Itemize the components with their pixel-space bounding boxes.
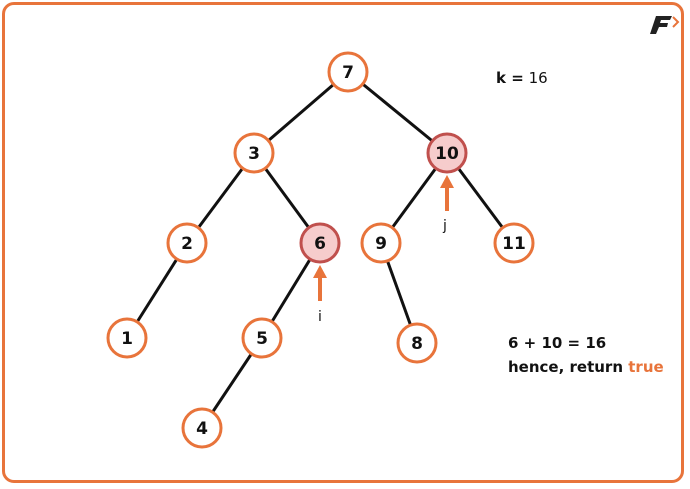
node-label: 2 (181, 234, 193, 254)
node-10: 10 (426, 132, 468, 174)
node-label: 1 (121, 329, 133, 349)
node-label: 6 (314, 234, 326, 254)
node-circle (299, 222, 341, 264)
node-circle (106, 317, 148, 359)
k-value: 16 (528, 69, 548, 87)
k-label: k = (496, 69, 524, 87)
node-11: 11 (493, 222, 535, 264)
node-circle (327, 51, 369, 93)
edge-7-3 (253, 70, 349, 155)
node-circle (493, 222, 535, 264)
node-6: 6 (299, 222, 341, 264)
node-9: 9 (360, 222, 402, 264)
node-3: 3 (233, 132, 275, 174)
logo-icon (650, 16, 680, 34)
node-label: 9 (375, 234, 387, 254)
node-circle (396, 322, 438, 364)
node-circle (426, 132, 468, 174)
node-5: 5 (241, 317, 283, 359)
node-circle (360, 222, 402, 264)
node-circle (241, 317, 283, 359)
diagram-frame (2, 2, 684, 483)
node-circle (166, 222, 208, 264)
edge-7-10 (347, 70, 448, 155)
node-label: 8 (411, 334, 423, 354)
pointer-i-arrow (313, 265, 327, 301)
node-7: 7 (327, 51, 369, 93)
node-label: 7 (342, 63, 354, 83)
node-label: 4 (196, 419, 208, 439)
node-8: 8 (396, 322, 438, 364)
result-line-2: hence, return true (508, 358, 664, 376)
node-4: 4 (181, 407, 223, 449)
node-circle (233, 132, 275, 174)
pointer-j-label: j (443, 218, 447, 234)
node-circle (181, 407, 223, 449)
result-value: true (628, 358, 664, 376)
pointer-i-label: i (318, 309, 322, 325)
node-1: 1 (106, 317, 148, 359)
node-label: 11 (502, 234, 526, 254)
node-2: 2 (166, 222, 208, 264)
pointer-j-arrow (440, 175, 454, 211)
k-display: k = 16 (496, 69, 548, 87)
node-label: 10 (435, 144, 459, 164)
result-prefix: hence, return (508, 358, 624, 376)
node-label: 3 (248, 144, 260, 164)
result-line-1: 6 + 10 = 16 (508, 334, 607, 352)
node-label: 5 (256, 329, 268, 349)
